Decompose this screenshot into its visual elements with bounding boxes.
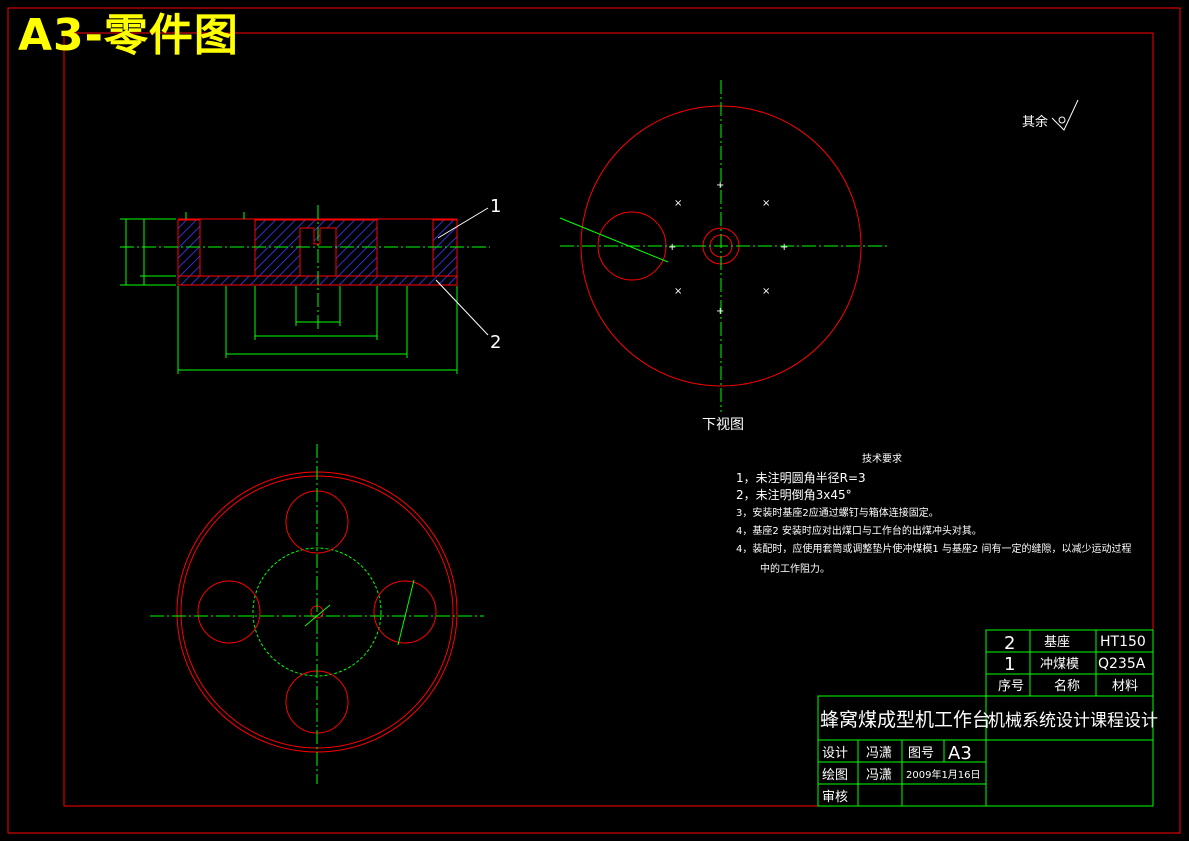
outer-border: [7, 7, 1181, 834]
surface-note-text: 其余: [1022, 114, 1048, 130]
parts-header-material: 材料: [1112, 679, 1138, 694]
view-caption: 下视图: [702, 417, 744, 433]
parts-row1-name: 基座: [1044, 635, 1070, 650]
parts-row1-no: 2: [1004, 633, 1015, 654]
parts-header-no: 序号: [998, 679, 1024, 694]
surface-note: 其余: [1022, 99, 1079, 131]
design-label: 设计: [822, 746, 848, 761]
draw-label: 绘图: [822, 768, 848, 783]
callout-leader-1: [437, 207, 489, 239]
drawing-no: A3: [948, 743, 972, 764]
section-view: 1 2: [120, 196, 501, 374]
leader-hole: [559, 217, 669, 263]
leader-hole-right: [397, 579, 415, 646]
svg-text:+: +: [716, 306, 724, 317]
svg-text:×: ×: [674, 286, 682, 297]
bottom-view: × × × × + + + + 下视图: [559, 80, 888, 433]
drawing-date: 2009年1月16日: [906, 768, 981, 781]
callout-leader-2: [435, 279, 489, 336]
project-title: 蜂窝煤成型机工作台: [820, 709, 991, 731]
parts-row2-name: 冲煤模: [1040, 657, 1079, 672]
svg-text:×: ×: [674, 198, 682, 209]
top-view: [150, 444, 484, 784]
parts-row2-no: 1: [1004, 654, 1015, 675]
callout-2: 2: [490, 332, 501, 353]
part1-left-block: [177, 219, 201, 277]
drawing-no-label: 图号: [908, 746, 934, 761]
parts-row1-material: HT150: [1100, 634, 1146, 650]
leader-center: [304, 604, 331, 627]
tech-item-6: 中的工作阻力。: [760, 562, 830, 575]
tech-item-2: 2，未注明倒角3x45°: [736, 487, 852, 502]
roughness-symbol: [1051, 99, 1079, 131]
tech-item-3: 3，安装时基座2应通过螺钉与箱体连接固定。: [736, 506, 939, 519]
svg-text:+: +: [668, 242, 676, 253]
tech-title: 技术要求: [862, 452, 902, 465]
parts-row2-material: Q235A: [1098, 656, 1146, 672]
tech-item-5: 4，装配时，应使用套筒或调整垫片使冲煤模1 与基座2 间有一定的缝隙，以减少运动…: [736, 542, 1131, 555]
hole-left: [197, 580, 261, 644]
title-block-text: 2 基座 HT150 1 冲煤模 Q235A 序号 名称 材料 蜂窝煤成型机工作…: [820, 633, 1158, 805]
section-dimensions: [120, 212, 458, 374]
svg-text:×: ×: [762, 198, 770, 209]
bolt-markers: × × × × + + + +: [668, 180, 788, 317]
banner-title: A3-零件图: [18, 10, 239, 61]
tech-item-4: 4，基座2 安装时应对出煤口与工作台的出煤冲头对其。: [736, 524, 982, 537]
course-title: 机械系统设计课程设计: [988, 711, 1158, 731]
title-block: [817, 629, 1154, 807]
inner-frame: [63, 32, 1154, 807]
callout-1: 1: [490, 196, 501, 217]
designer-name: 冯潇: [866, 746, 892, 761]
svg-text:+: +: [716, 180, 724, 191]
drafter-name: 冯潇: [866, 768, 892, 783]
tech-requirements: 技术要求 1，未注明圆角半径R=3 2，未注明倒角3x45° 3，安装时基座2应…: [736, 452, 1131, 575]
tech-item-1: 1，未注明圆角半径R=3: [736, 470, 866, 485]
svg-text:+: +: [780, 242, 788, 253]
hole-bottom: [285, 670, 349, 734]
review-label: 审核: [822, 790, 848, 805]
svg-text:×: ×: [762, 286, 770, 297]
parts-header-name: 名称: [1054, 678, 1080, 694]
hole-right: [373, 580, 437, 644]
